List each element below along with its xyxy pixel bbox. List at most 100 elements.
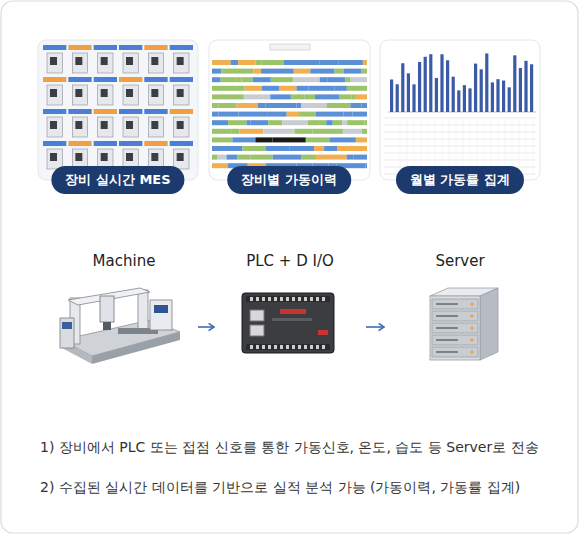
screenshot-frame [38,40,198,180]
flow-arrow [366,326,384,328]
history-bar [308,86,334,91]
history-bar [290,146,314,151]
history-bar [238,60,255,65]
machine-icon-window [126,57,133,65]
history-bar [212,137,232,142]
machine-icon-window [151,57,158,65]
history-bar [219,103,237,108]
history-bar [342,120,347,125]
status-strip [144,77,167,82]
history-bar [305,94,315,99]
history-bar [217,155,227,160]
machine-icon [72,53,87,73]
history-bar [296,86,308,91]
chart-bar [508,87,511,112]
history-bar [356,137,367,142]
history-bar [263,129,294,134]
node-label: Server [384,252,536,270]
history-bar [258,103,266,108]
history-bar [320,60,339,65]
history-bar [262,86,279,91]
history-bar [316,112,344,117]
history-bar [356,94,367,99]
status-strip [170,77,193,82]
history-bar [293,77,320,82]
history-bar [347,86,367,91]
chart-bar [435,78,438,112]
status-strip [68,141,91,146]
machine-icon-window [50,89,57,97]
history-bar [273,155,302,160]
status-strip [94,77,117,82]
history-bar [212,86,245,91]
caption-badge: 장비 실시간 MES [51,166,184,194]
machine-icon [148,85,163,105]
history-bar [239,129,263,134]
status-strip [119,141,142,146]
server-illustration [430,288,498,360]
history-bar [350,103,361,108]
history-bar [212,163,228,168]
history-bar [305,112,316,117]
history-bar [228,120,246,125]
screenshot-frame [380,40,540,180]
status-strip [68,77,91,82]
stage-box: PLC + D I/O [214,252,366,402]
status-strip [94,141,117,146]
machine-icon-window [75,57,82,65]
history-bar [334,69,343,74]
machine-icon-window [50,121,57,129]
machine-icon-window [101,121,108,129]
history-bar [324,146,337,151]
history-bar [212,94,244,99]
machine-icon [72,85,87,105]
status-strip [68,45,91,50]
chart-bar [412,84,415,112]
status-strip [144,141,167,146]
chart-bar [424,57,427,112]
history-bar [327,103,351,108]
history-bar [245,86,262,91]
history-bar [361,69,367,74]
history-bar [218,112,238,117]
status-strip [43,77,66,82]
machine-icon-window [126,89,133,97]
history-bar [299,112,305,117]
history-bar [297,103,302,108]
history-screenshot [212,44,367,168]
machine-icon-window [75,121,82,129]
chart-bar [463,85,466,112]
history-bar [212,60,231,65]
chart-bar [446,60,449,112]
status-strip [119,45,142,50]
history-bar [347,120,364,125]
history-bar [212,146,242,151]
machine-icon [98,85,113,105]
history-bar [353,112,367,117]
history-bar [231,60,238,65]
chart-bar [524,61,527,112]
history-bar [314,146,324,151]
history-bar [232,129,240,134]
history-bar [268,112,287,117]
history-bar [212,120,228,125]
machine-icon-window [75,153,82,161]
machine-icon [98,53,113,73]
chart-bar [418,62,421,112]
stage-box: Machine [50,252,198,402]
chart-bar [468,88,471,112]
status-strip [144,45,167,50]
history-bar [227,155,238,160]
machine-icon-window [151,89,158,97]
chart-bar [513,55,516,112]
history-bar [333,120,343,125]
chart-bar [390,80,393,112]
plc-illustration [242,293,334,353]
history-bar [262,60,284,65]
machine-icon [174,53,189,73]
history-bar [361,103,367,108]
chart-bar [407,73,410,112]
history-bar [363,60,367,65]
machine-icon [148,117,163,137]
